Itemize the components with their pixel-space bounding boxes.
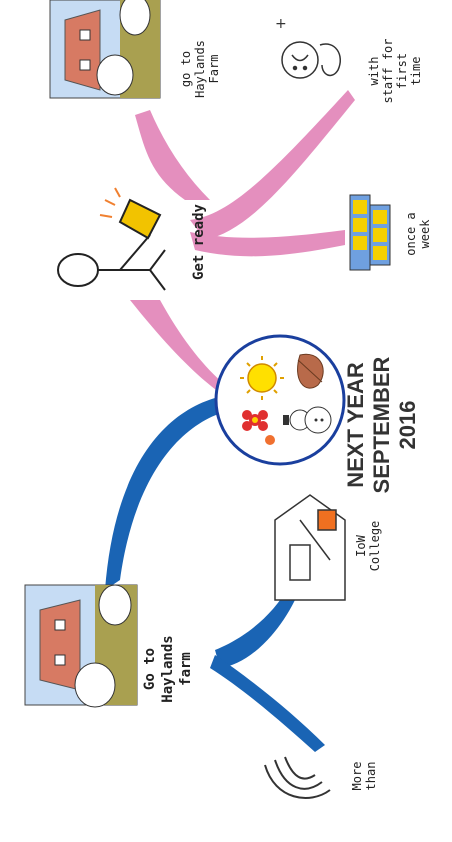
pink-branch-to-farm [135,110,210,200]
farm-top-line-1: go to [179,29,193,109]
farm-icon-top [50,0,160,98]
more-than-arrows-icon [265,757,330,798]
college-line-2: College [368,506,382,586]
farm-bottom-line-3: farm [177,619,195,719]
center-title: NEXT YEAR SEPTEMBER 2016 [340,340,424,510]
blue-branch-main [105,395,232,590]
week-line-2: week [418,199,432,269]
once-a-week-label: once a week [404,199,436,269]
more-than-line-1: More [350,746,364,806]
center-circle [216,336,344,464]
calendar-week-icon [350,195,390,270]
go-to-haylands-farm-top-label: go to Haylands Farm [179,29,225,109]
pink-branch-to-staff [190,90,355,240]
farm-top-line-3: Farm [207,29,221,109]
more-than-label: More than [350,746,382,806]
farm-bottom-line-2: Haylands [159,619,177,719]
center-line-2: SEPTEMBER [369,357,395,494]
center-line-3: 2016 [395,401,421,450]
college-building-icon [275,495,345,600]
farm-bottom-line-1: Go to [141,619,159,719]
farm-icon-bottom [25,585,137,707]
farm-top-line-2: Haylands [193,29,207,109]
svg-text:+: + [275,16,287,32]
blue-branch-to-more [210,655,325,752]
get-ready-label: Get ready [190,192,210,292]
leaf-icon [298,354,324,388]
staff-line-2: staff for [381,31,395,111]
week-line-1: once a [404,199,418,269]
staff-line-4: time [409,31,423,111]
college-line-1: IoW [354,506,368,586]
with-staff-label: with staff for first time [367,31,429,111]
go-to-haylands-farm-bottom-label: Go to Haylands farm [141,619,199,719]
person-getting-ready-icon [58,188,165,290]
more-than-line-2: than [364,746,378,806]
staff-smiley-icon: + [275,16,340,78]
iow-college-label: IoW College [354,506,386,586]
staff-line-1: with [367,31,381,111]
center-line-1: NEXT YEAR [343,362,369,488]
staff-line-3: first [395,31,409,111]
